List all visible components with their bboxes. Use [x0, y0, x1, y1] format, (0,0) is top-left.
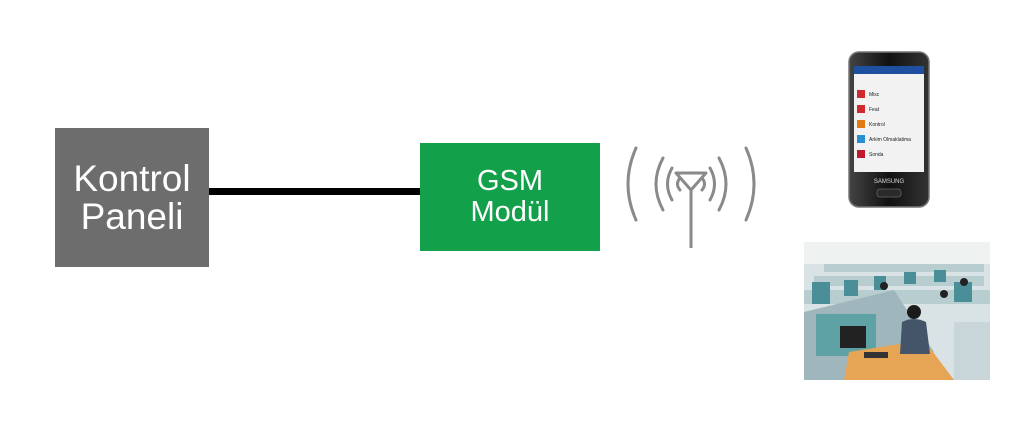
phone-menu-item: Misc — [869, 92, 880, 98]
gsm-module-label-line1: GSM — [476, 165, 544, 197]
antenna-icon — [626, 146, 756, 248]
phone-menu-item: Kontrol — [869, 122, 885, 128]
control-panel-label-line1: Kontrol — [73, 157, 191, 199]
connection-line — [209, 188, 420, 195]
phone-menu-item: Feat — [869, 107, 880, 113]
phone-menu-item: Sonda — [869, 152, 884, 158]
gsm-module-box: GSM Modül — [420, 143, 600, 251]
control-panel-label-line2: Paneli — [80, 195, 184, 237]
call-center-photo — [804, 242, 990, 380]
control-panel-box: Kontrol Paneli — [55, 128, 209, 267]
phone-brand: SAMSUNG — [874, 179, 905, 185]
phone-menu-item: Arkim Olmaklatima — [869, 137, 911, 143]
gsm-module-label-line2: Modül — [470, 196, 550, 228]
mobile-phone: Misc Feat Kontrol Arkim Olmaklatima Sond… — [848, 51, 930, 208]
